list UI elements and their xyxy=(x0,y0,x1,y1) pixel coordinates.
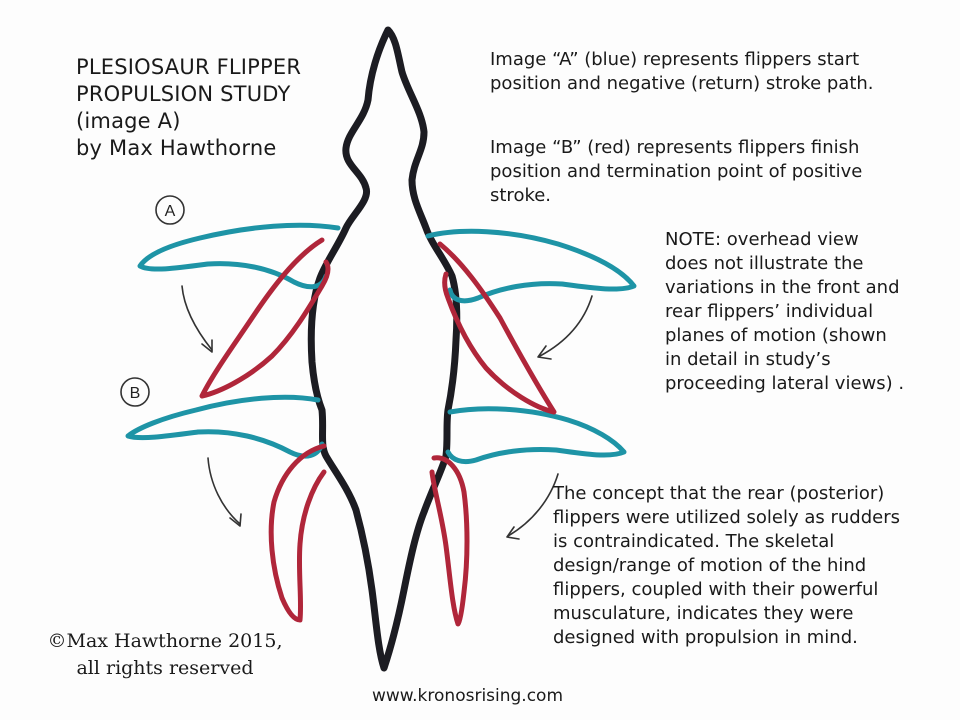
arrow-front-right xyxy=(539,295,593,357)
title-line: (image A) xyxy=(76,109,181,133)
title-line: PLESIOSAUR FLIPPER xyxy=(76,55,302,79)
title-line: PROPULSION STUDY xyxy=(76,82,291,106)
text-line: stroke. xyxy=(490,185,552,206)
text-line: is contraindicated. The skeletal xyxy=(553,531,835,552)
flipper-rear-left-finish xyxy=(268,443,327,623)
text-line: design/range of motion of the hind xyxy=(553,555,867,576)
title-line: by Max Hawthorne xyxy=(76,136,277,160)
flipper-front-left-start xyxy=(137,222,341,290)
text-line: does not illustrate the xyxy=(665,253,864,274)
flipper-front-left-finish xyxy=(199,237,331,399)
motion-arrows xyxy=(181,285,593,540)
text-line: planes of motion (shown xyxy=(665,325,887,346)
flipper-rear-right-finish xyxy=(429,455,470,627)
posterior-flipper-paragraph: The concept that the rear (posterior) fl… xyxy=(553,482,900,650)
arrow-front-right-head xyxy=(537,345,552,360)
text-line: rear flippers’ individual xyxy=(665,301,874,322)
text-line: proceeding lateral views) . xyxy=(665,373,905,394)
copyright-notice: ©Max Hawthorne 2015, all rights reserved xyxy=(40,628,290,682)
text-line: in detail in study’s xyxy=(665,349,831,370)
plesiosaur-body-outline xyxy=(307,26,461,672)
text-line: flippers were utilized solely as rudders xyxy=(553,507,900,528)
text-line: variations in the front and xyxy=(665,277,900,298)
copyright-line: ©Max Hawthorne 2015, xyxy=(47,630,283,652)
image-b-description: Image “B” (red) represents flippers fini… xyxy=(490,136,862,208)
text-line: Image “A” (blue) represents flippers sta… xyxy=(490,49,860,70)
overhead-view-note: NOTE: overhead view does not illustrate … xyxy=(665,228,904,396)
marker-a-circle xyxy=(155,195,185,225)
text-line: position and termination point of positi… xyxy=(490,161,863,182)
text-line: Image “B” (red) represents flippers fini… xyxy=(490,137,860,158)
flipper-front-right-finish xyxy=(437,241,557,415)
flipper-rear-left-start xyxy=(125,394,325,459)
copyright-line: all rights reserved xyxy=(76,657,254,679)
text-line: NOTE: overhead view xyxy=(665,229,859,250)
arrow-front-left xyxy=(181,285,213,351)
arrow-rear-left xyxy=(207,457,241,525)
marker-b-circle xyxy=(120,377,150,407)
arrow-front-left-head xyxy=(201,339,213,353)
flipper-rear-right-start xyxy=(445,406,627,465)
marker-a-label: A xyxy=(165,203,176,220)
arrow-rear-right-head xyxy=(506,526,520,540)
text-line: flippers, coupled with their powerful xyxy=(553,579,879,600)
diagram-title: PLESIOSAUR FLIPPER PROPULSION STUDY (ima… xyxy=(76,54,301,162)
marker-b-label: B xyxy=(130,385,141,402)
arrow-rear-right xyxy=(507,473,559,537)
text-line: position and negative (return) stroke pa… xyxy=(490,73,874,94)
website-url: www.kronosrising.com xyxy=(372,686,564,706)
flipper-front-right-start xyxy=(425,228,637,304)
image-a-description: Image “A” (blue) represents flippers sta… xyxy=(490,48,874,96)
text-line: musculature, indicates they were xyxy=(553,603,854,624)
arrow-rear-left-head xyxy=(229,513,242,527)
text-line: designed with propulsion in mind. xyxy=(553,627,858,648)
text-line: The concept that the rear (posterior) xyxy=(553,483,885,504)
